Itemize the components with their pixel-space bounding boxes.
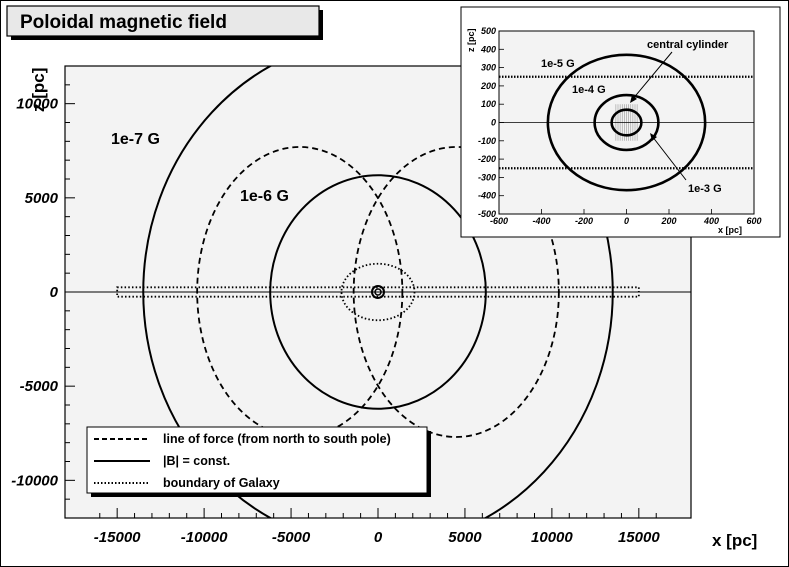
inset-y-tick-label: 200 [480, 81, 496, 91]
inset-y-tick-label: -400 [478, 191, 496, 201]
inset-annotation-1e-3: 1e-3 G [688, 183, 722, 195]
inset-arrow-central-cylinder [631, 51, 673, 101]
main-x-tick-label: 0 [374, 529, 383, 546]
main-y-tick-label: -10000 [11, 472, 58, 489]
annotation-1e-7: 1e-7 G [111, 131, 160, 148]
main-x-tick-label: 10000 [531, 529, 573, 546]
inset-x-tick-label: -200 [575, 216, 593, 226]
main-x-tick-label: -15000 [94, 529, 141, 546]
inset-y-tick-label: 400 [480, 44, 496, 54]
inset-contour-1 [593, 93, 660, 152]
inset-x-tick-label: 400 [703, 216, 719, 226]
inset-y-tick-label: 100 [481, 99, 496, 109]
inset-x-axis-title: x [pc] [718, 225, 742, 235]
inset-arrowhead-central-cylinder [630, 95, 637, 103]
inset-x-tick-label: 600 [746, 216, 761, 226]
inset-x-tick-label: -400 [532, 216, 550, 226]
legend-label-boundary: boundary of Galaxy [163, 476, 280, 490]
inset-x-tick-label: -600 [490, 216, 508, 226]
inset-y-tick-label: -200 [478, 154, 496, 164]
inset-y-axis-title: z [pc] [466, 28, 476, 52]
legend: line of force (from north to south pole)… [86, 426, 431, 497]
inset-y-tick-label: 500 [481, 26, 496, 36]
inset-contour-2 [546, 53, 707, 192]
inset-x-tick-label: 0 [624, 216, 629, 226]
main-curves [65, 66, 691, 518]
inset-y-tick-label: -300 [478, 172, 496, 182]
title-box: Poloidal magnetic field [6, 5, 323, 40]
inset-y-tick-label: -500 [478, 209, 496, 219]
main-y-tick-label: 0 [50, 284, 59, 301]
main-x-tick-label: 15000 [618, 529, 660, 546]
legend-label-b-const: |B| = const. [163, 454, 230, 468]
annotation-1e-6: 1e-6 G [240, 188, 289, 205]
inset-annotation-1e-5: 1e-5 G [541, 58, 575, 70]
main-y-axis-title: z [pc] [29, 68, 48, 112]
inset-annotation-1e-4: 1e-4 G [572, 84, 606, 96]
title-box-panel [6, 5, 320, 37]
main-x-tick-label: -5000 [272, 529, 311, 546]
inset-y-tick-label: 300 [481, 63, 496, 73]
inset-annotation-central-cylinder: central cylinder [647, 39, 729, 51]
main-x-tick-label: 5000 [448, 529, 482, 546]
inset-arrow-1e-3 [651, 135, 687, 181]
main-y-tick-label: 10000 [16, 96, 58, 113]
central-ring-outer [371, 285, 385, 299]
inset-plot-content [499, 53, 754, 192]
inset-x-tick-label: 200 [660, 216, 676, 226]
main-x-tick-label: -10000 [181, 529, 228, 546]
chart-title: Poloidal magnetic field [20, 12, 227, 33]
main-y-tick-label: -5000 [20, 378, 59, 395]
inset-y-tick-label: 0 [491, 118, 496, 128]
main-y-tick-label: 5000 [25, 190, 59, 207]
inset-arrowhead-1e-3 [650, 133, 657, 141]
inset-y-tick-label: -100 [478, 136, 496, 146]
main-plot-content [65, 66, 691, 518]
main-x-axis-title: x [pc] [712, 531, 757, 550]
central-ring-inner [374, 288, 382, 296]
inset: -600 -400 -200 0 200 400 600 -500 -400 -300 -200 -1… [460, 6, 781, 238]
inset-axes: -600 -400 -200 0 200 400 600 -500 -400 -300 -200 -1… [478, 26, 762, 226]
legend-label-line-of-force: line of force (from north to south pole) [163, 432, 391, 446]
inset-curves [499, 53, 754, 192]
inset-contour-0 [610, 108, 643, 137]
